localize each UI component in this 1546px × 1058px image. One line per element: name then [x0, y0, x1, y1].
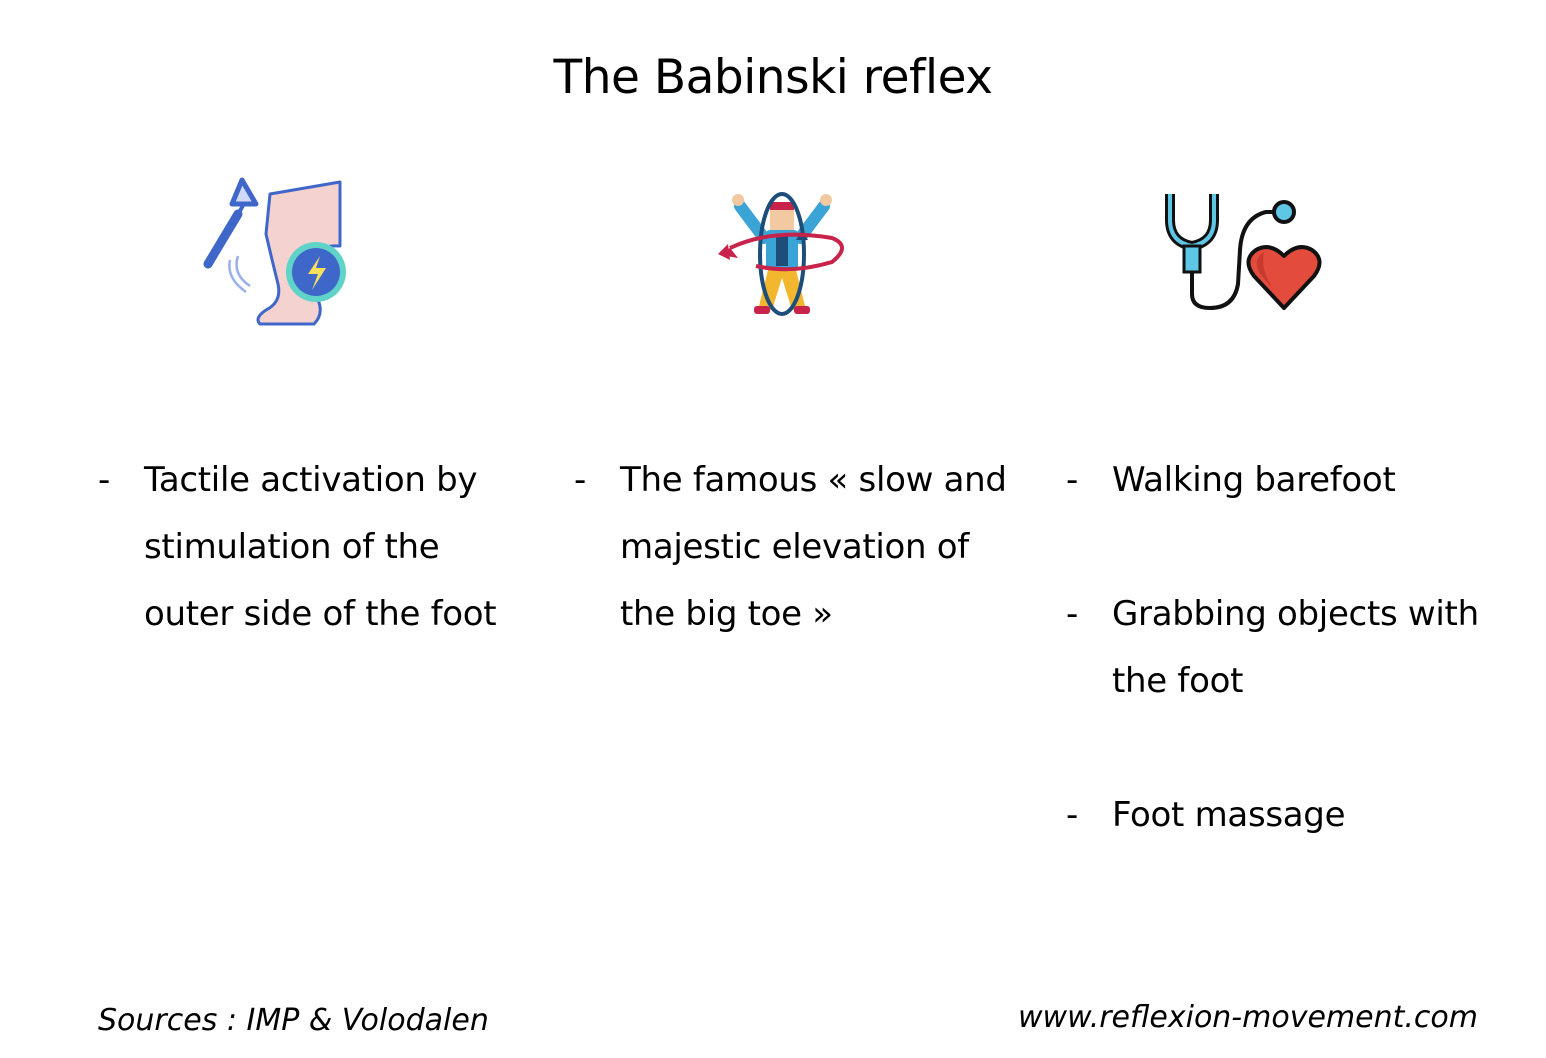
list-item-text: Foot massage: [1112, 795, 1346, 835]
bullet-dash: -: [98, 460, 110, 500]
list-item-text: Tactile activation by stimulation of the…: [144, 460, 497, 634]
website-footer: www.reflexion-movement.com: [1018, 1000, 1478, 1035]
list-item: - Grabbing objects with the foot: [1066, 581, 1526, 715]
list-item: - Walking barefoot: [1066, 447, 1526, 514]
bullet-dash: -: [574, 460, 586, 500]
column-2-list: - The famous « slow and majestic elevati…: [574, 447, 1014, 648]
list-item-text: The famous « slow and majestic elevation…: [620, 460, 1007, 634]
person-rotation-icon: [712, 178, 852, 320]
list-item-text: Grabbing objects with the foot: [1112, 594, 1479, 701]
list-item: - The famous « slow and majestic elevati…: [574, 447, 1014, 648]
column-1-list: - Tactile activation by stimulation of t…: [98, 447, 518, 648]
slide-title: The Babinski reflex: [553, 50, 994, 105]
stethoscope-heart-icon: [1160, 190, 1325, 314]
sources-footer: Sources : IMP & Volodalen: [98, 1003, 489, 1038]
list-item: - Foot massage: [1066, 782, 1526, 849]
bullet-dash: -: [1066, 460, 1078, 500]
column-3-list: - Walking barefoot - Grabbing objects wi…: [1066, 447, 1526, 849]
list-item-text: Walking barefoot: [1112, 460, 1396, 500]
list-item: - Tactile activation by stimulation of t…: [98, 447, 518, 648]
bullet-dash: -: [1066, 795, 1078, 835]
reflex-hammer-leg-icon: [198, 174, 354, 330]
bullet-dash: -: [1066, 594, 1078, 634]
